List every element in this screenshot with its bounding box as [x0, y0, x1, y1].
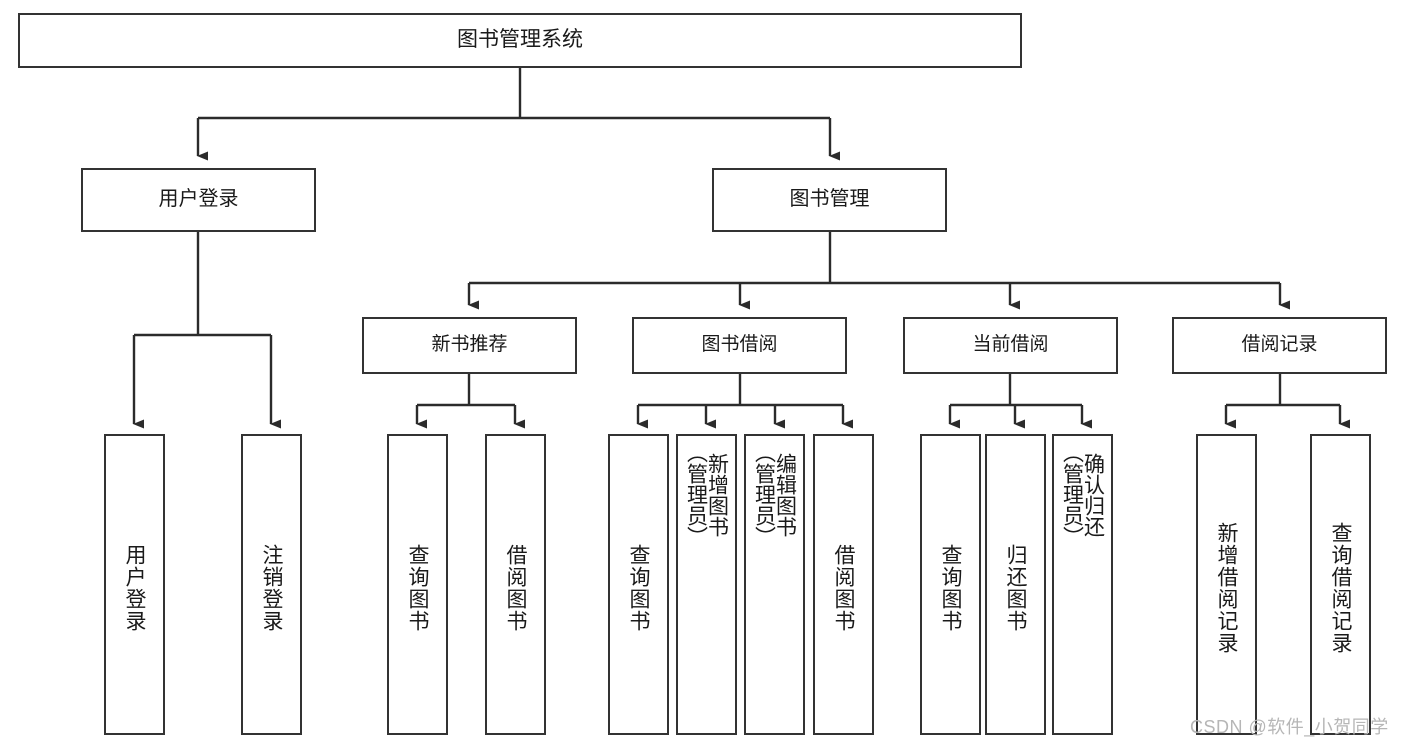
node-label: 注销登录 — [260, 543, 283, 632]
leaf-query-book-borrow[interactable]: 查询图书 — [608, 434, 669, 735]
node-label: 新增借阅记录 — [1215, 521, 1238, 654]
leaf-query-book-current[interactable]: 查询图书 — [920, 434, 981, 735]
node-label: 编辑图书 （管理员） — [752, 442, 797, 547]
leaf-add-book-admin[interactable]: 新增图书 （管理员） — [676, 434, 737, 735]
node-user-login[interactable]: 用户登录 — [81, 168, 316, 232]
node-label: 图书管理 — [789, 188, 870, 211]
node-label: 当前借阅 — [972, 334, 1049, 356]
node-label: 用户登录 — [123, 543, 146, 632]
node-label: 借阅记录 — [1241, 334, 1318, 356]
node-book-management[interactable]: 图书管理 — [712, 168, 947, 232]
node-label: 归还图书 — [1004, 543, 1027, 632]
node-label: 用户登录 — [158, 188, 239, 211]
node-label: 借阅图书 — [504, 543, 527, 632]
leaf-query-borrow-record[interactable]: 查询借阅记录 — [1310, 434, 1371, 735]
node-book-borrow[interactable]: 图书借阅 — [632, 317, 847, 374]
node-label: 图书借阅 — [701, 334, 778, 356]
leaf-user-login[interactable]: 用户登录 — [104, 434, 165, 735]
node-label: 新书推荐 — [431, 334, 508, 356]
node-new-book-recommend[interactable]: 新书推荐 — [362, 317, 577, 374]
node-label: 查询图书 — [627, 543, 650, 632]
leaf-borrow-book[interactable]: 借阅图书 — [813, 434, 874, 735]
node-current-borrow[interactable]: 当前借阅 — [903, 317, 1118, 374]
node-label: 借阅图书 — [832, 543, 855, 632]
node-label: 确认归还 （管理员） — [1060, 442, 1105, 547]
leaf-borrow-book-recommend[interactable]: 借阅图书 — [485, 434, 546, 735]
node-label: 新增图书 （管理员） — [684, 442, 729, 547]
node-root-book-management-system[interactable]: 图书管理系统 — [18, 13, 1022, 68]
node-label: 查询图书 — [406, 543, 429, 632]
node-label: 图书管理系统 — [457, 28, 583, 52]
node-label: 查询图书 — [939, 543, 962, 632]
leaf-confirm-return-admin[interactable]: 确认归还 （管理员） — [1052, 434, 1113, 735]
leaf-return-book[interactable]: 归还图书 — [985, 434, 1046, 735]
leaf-add-borrow-record[interactable]: 新增借阅记录 — [1196, 434, 1257, 735]
leaf-edit-book-admin[interactable]: 编辑图书 （管理员） — [744, 434, 805, 735]
leaf-query-book-recommend[interactable]: 查询图书 — [387, 434, 448, 735]
node-label: 查询借阅记录 — [1329, 521, 1352, 654]
node-borrow-record[interactable]: 借阅记录 — [1172, 317, 1387, 374]
leaf-logout[interactable]: 注销登录 — [241, 434, 302, 735]
